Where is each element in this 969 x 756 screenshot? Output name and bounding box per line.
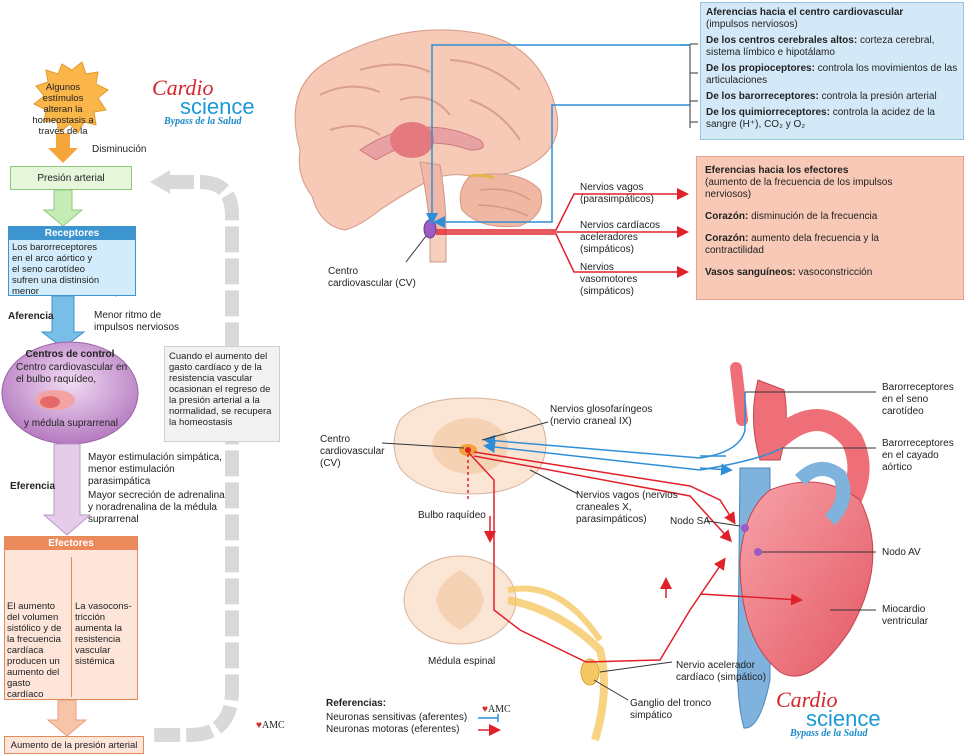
control-text-1: Centro cardiovascular en el bulbo raquíd… [16, 362, 128, 385]
logo-science: science [180, 94, 255, 119]
amc-logo: ♥AMC [256, 720, 285, 731]
effector-cardiac-text: El aumento del volumen sistólico y de la… [7, 601, 62, 700]
cardioscience-logo-bottom: Cardio science Bypass de la Salud [776, 687, 926, 740]
brain-cv-center-label: Centro cardiovascular (CV) [328, 266, 416, 289]
amc-logo-2: ♥AMC [482, 704, 511, 715]
control-title: Centros de control [25, 349, 115, 360]
afferents-box: Aferencias hacia el centro cardiovascula… [700, 2, 964, 140]
efferent-item: Corazón: disminución de la frecuencia [705, 211, 878, 222]
logo-tagline: Bypass de la Salud [164, 116, 242, 127]
stimulus-starburst [33, 61, 109, 134]
afferent-item: De los quimiorreceptores: controla la ac… [706, 107, 935, 130]
efferents-title: Eferencias hacia los efectores [705, 165, 849, 176]
efferent-note-2: Mayor secreción de adrenalina y noradren… [88, 490, 225, 525]
lower-vagus-label: Nervios vagos (nervios craneales X, para… [576, 490, 678, 525]
baro-carotid-label: Barorreceptores en el seno carotídeo [882, 382, 954, 417]
medulla-cross-section [393, 397, 547, 495]
effectors-box: Efectores El aumento del volumen sistóli… [4, 536, 138, 700]
adrenal-icon [35, 390, 75, 410]
vasomotor-label: Nervios vasomotores (simpáticos) [580, 262, 638, 297]
pressure-variable-box: Presión arterial [10, 166, 132, 190]
sa-node-label: Nodo SA [670, 516, 711, 527]
feedback-loop-arrow [150, 175, 239, 742]
brain-illustration [294, 29, 559, 263]
receptors-box: Receptores Los barorreceptores en el arc… [8, 226, 136, 297]
cardiac-accelerator-label: Nervios cardíacos aceleradores (simpátic… [580, 220, 661, 255]
afferent-item: De los propioceptores: controla los movi… [706, 63, 958, 86]
stimulus-text: Algunos estímulos alteran la homeostasis… [32, 82, 94, 137]
medulla-label: Bulbo raquídeo [418, 510, 486, 521]
efferent-item: Vasos sanguíneos: vasoconstricción [705, 267, 873, 278]
efferent-note-1: Mayor estimulación simpática, menor esti… [88, 452, 222, 487]
spinal-cord-section [403, 555, 608, 742]
efferents-box: Eferencias hacia los efectores (aumento … [696, 156, 964, 300]
ganglion-label: Ganglio del tronco simpático [630, 698, 712, 721]
ref-motor: Neuronas motoras (eferentes) [326, 724, 460, 735]
receptors-title: Receptores [9, 227, 135, 240]
afferents-subtitle: (impulsos nerviosos) [706, 19, 798, 30]
logo-science-2: science [806, 706, 881, 731]
vagus-nerve-label: Nervios vagos (parasimpáticos) [580, 182, 654, 205]
baro-aortic-label: Barorreceptores en el cayado aórtico [882, 438, 954, 473]
efferent-item: Corazón: aumento dela frecuencia y la co… [705, 233, 879, 256]
heart-illustration [730, 362, 874, 729]
logo-cardio: Cardio [152, 75, 214, 100]
glossopharyngeal-label: Nervios glosofaríngeos (nervio craneal I… [550, 404, 653, 427]
av-node-label: Nodo AV [882, 547, 921, 558]
efferent-label: Eferencia [10, 481, 56, 492]
afferent-item: De los centros cerebrales altos: corteza… [706, 35, 935, 58]
lower-cv-center-label: Centro cardiovascular (CV) [320, 434, 385, 469]
myocardium-label: Miocardio ventricular [882, 604, 929, 627]
cardioscience-logo-top: Cardio science Bypass de la Salud [152, 75, 292, 128]
effector-vascular-text: La vasocons-tricción aumenta la resisten… [75, 601, 132, 667]
receptors-text: Los barorreceptores en el arco aórtico y… [12, 242, 100, 297]
afferent-label: Aferencia [8, 311, 54, 322]
effectors-title: Efectores [5, 537, 137, 550]
control-text-2: y médula suprarrenal [24, 418, 118, 429]
afferent-note: Menor ritmo de impulsos nerviosos [94, 310, 180, 333]
accelerator-nerve-label: Nervio acelerador cardíaco (simpático) [676, 660, 767, 683]
logo-tagline-2: Bypass de la Salud [790, 728, 868, 739]
ref-sensory: Neuronas sensitivas (aferentes) [326, 712, 468, 723]
amc-heart-icon: ♥ [256, 720, 262, 731]
afferent-item: De los barorreceptores: controla la pres… [706, 91, 937, 102]
result-box: Aumento de la presión arterial [4, 736, 144, 754]
references-title: Referencias: [326, 698, 387, 709]
amc-heart-icon-2: ♥ [482, 704, 488, 715]
afferents-title: Aferencias hacia el centro cardiovascula… [706, 7, 904, 18]
logo-cardio-2: Cardio [776, 687, 838, 712]
efferents-subtitle: (aumento de la frecuencia de los impulso… [705, 177, 893, 200]
decrease-label: Disminución [92, 144, 147, 155]
feedback-box: Cuando el aumento del gasto cardíaco y d… [164, 346, 280, 442]
spinal-cord-label: Médula espinal [428, 656, 496, 667]
